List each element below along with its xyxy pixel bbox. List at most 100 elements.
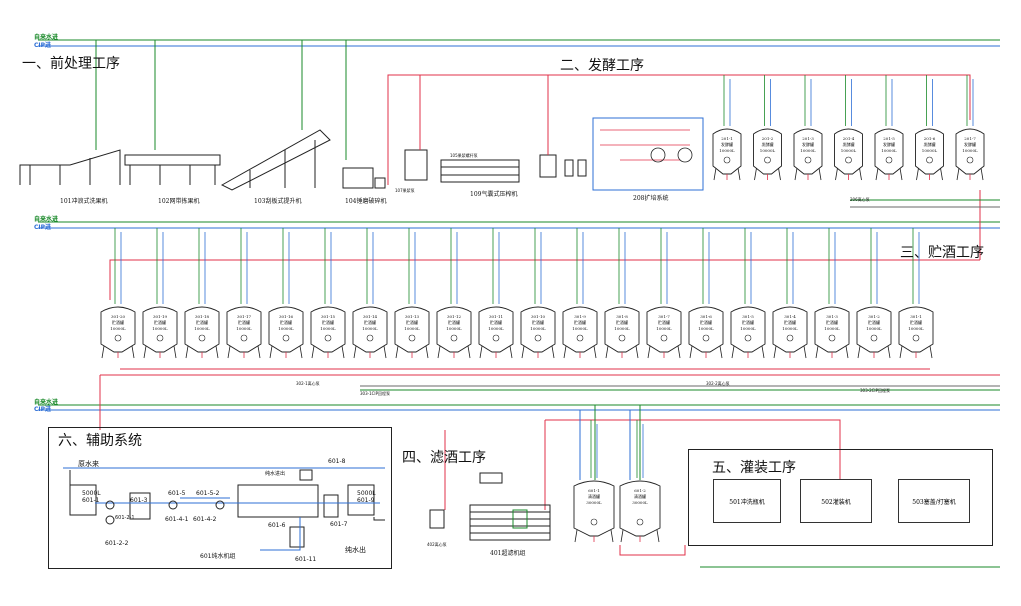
expansion-system-inner bbox=[600, 129, 693, 163]
storage-tank-id: 301-14 bbox=[363, 314, 378, 319]
storage-tank-name: 贮酒罐 bbox=[700, 319, 712, 325]
crusher-label: 104锤磨破碎机 bbox=[345, 198, 387, 205]
storage-tank-name: 贮酒罐 bbox=[868, 319, 880, 325]
storage-tank-name: 贮酒罐 bbox=[490, 319, 502, 325]
storage-tank-name: 贮酒罐 bbox=[616, 319, 628, 325]
storage-bottom-pipes bbox=[99, 199, 1000, 568]
aux-601-3: 601-3 bbox=[130, 497, 148, 504]
storage-tank-id: 301-10 bbox=[531, 314, 546, 319]
water-inlet-label-3: 自来水进 bbox=[34, 399, 59, 406]
aux-601-4-2: 601-4-2 bbox=[193, 516, 217, 523]
aux-tank2-cap: 5000L bbox=[357, 490, 376, 497]
capper-box: 503塞盖/打塞机 bbox=[898, 479, 970, 523]
aux-601-7: 601-7 bbox=[330, 521, 348, 528]
filter-pump-label: 402离心泵 bbox=[427, 542, 447, 547]
storage-tank-name: 贮酒罐 bbox=[406, 319, 418, 325]
aux-tank1-id: 601-1 bbox=[82, 497, 100, 504]
section-storage-title: 三、贮酒工序 bbox=[900, 245, 984, 261]
ultrafilter-unit bbox=[429, 472, 551, 541]
aux-601-8: 601-8 bbox=[328, 458, 346, 465]
storage-tank-name: 贮酒罐 bbox=[280, 319, 292, 325]
storage-tank-capacity: 10000L bbox=[614, 326, 630, 331]
storage-tank-id: 301-11 bbox=[489, 314, 503, 319]
ferment-tank-id: 201-1 bbox=[721, 136, 733, 141]
storage-pump-1-label: 302-1离心泵 bbox=[296, 381, 320, 386]
ultrafilter-label: 401超滤机组 bbox=[490, 550, 526, 557]
aux-601-5: 601-5 bbox=[168, 490, 186, 497]
filter-pipes bbox=[444, 405, 841, 556]
ferment-tank-capacity: 10000L bbox=[881, 148, 897, 153]
aux-601-5-2: 601-5-2 bbox=[196, 490, 220, 497]
aux-601-2-1: 601-2-1 bbox=[115, 515, 135, 521]
storage-tank-id: 301-7 bbox=[658, 314, 670, 319]
storage-tank-capacity: 10000L bbox=[404, 326, 420, 331]
storage-tank-capacity: 10000L bbox=[110, 326, 126, 331]
storage-tank-capacity: 10000L bbox=[656, 326, 672, 331]
ferment-tank-name: 发酵罐 bbox=[802, 141, 814, 147]
ferment-tank-id: 201-7 bbox=[964, 136, 976, 141]
storage-tank-id: 301-12 bbox=[447, 314, 462, 319]
storage-tank-capacity: 10000L bbox=[152, 326, 168, 331]
bright-tank-capacity: 30000L bbox=[632, 500, 648, 505]
aux-pure-water-out: 纯水出 bbox=[345, 546, 366, 554]
aux-601-2-2: 601-2-2 bbox=[105, 540, 129, 547]
storage-tank-name: 贮酒罐 bbox=[112, 319, 124, 325]
storage-tank-id: 301-20 bbox=[111, 314, 126, 319]
ferment-tank-name: 发酵罐 bbox=[843, 141, 855, 147]
storage-tank-capacity: 10000L bbox=[740, 326, 756, 331]
aux-pure-water-in: 纯水进出 bbox=[265, 471, 286, 477]
raw-water-label: 原水来 bbox=[78, 460, 99, 468]
water-inlet-label-1: 自来水进 bbox=[34, 34, 59, 41]
ferment-tank-id: 201-4 bbox=[843, 136, 855, 141]
aux-system-panel bbox=[48, 427, 392, 569]
washer-label: 101冲浪式洗果机 bbox=[60, 198, 108, 205]
bright-tank-name: 清酒罐 bbox=[588, 493, 600, 499]
ferment-tank-name: 发酵罐 bbox=[721, 141, 733, 147]
press-label: 109气囊式压榨机 bbox=[470, 191, 518, 198]
pre-drops bbox=[95, 40, 347, 160]
storage-tank-name: 贮酒罐 bbox=[238, 319, 250, 325]
storage-tank-name: 贮酒罐 bbox=[910, 319, 922, 325]
storage-tank-id: 301-18 bbox=[195, 314, 210, 319]
storage-tank-capacity: 10000L bbox=[908, 326, 924, 331]
storage-tank-capacity: 10000L bbox=[530, 326, 546, 331]
aux-drawing bbox=[63, 467, 385, 551]
feed-pipe-top bbox=[109, 74, 981, 300]
storage-tank-name: 贮酒罐 bbox=[826, 319, 838, 325]
storage-tank-capacity: 10000L bbox=[236, 326, 252, 331]
storage-tank-id: 301-4 bbox=[784, 314, 796, 319]
aux-601-4-1: 601-4-1 bbox=[165, 516, 189, 523]
expansion-label: 208扩培系统 bbox=[633, 195, 669, 202]
top-utility-lines bbox=[38, 39, 1000, 411]
ferment-tank-capacity: 10000L bbox=[800, 148, 816, 153]
aux-601-6: 601-6 bbox=[268, 522, 286, 529]
aux-tank2-id: 601-9 bbox=[357, 497, 375, 504]
ferment-tank-capacity: 10000L bbox=[760, 148, 776, 153]
bright-tank-id: 601-2 bbox=[634, 488, 646, 493]
section-fermentation-title: 二、发酵工序 bbox=[560, 58, 644, 74]
aux-system-label: 601纯水机组 bbox=[200, 553, 236, 560]
cip-inlet-label-3: CIP进 bbox=[34, 406, 52, 413]
